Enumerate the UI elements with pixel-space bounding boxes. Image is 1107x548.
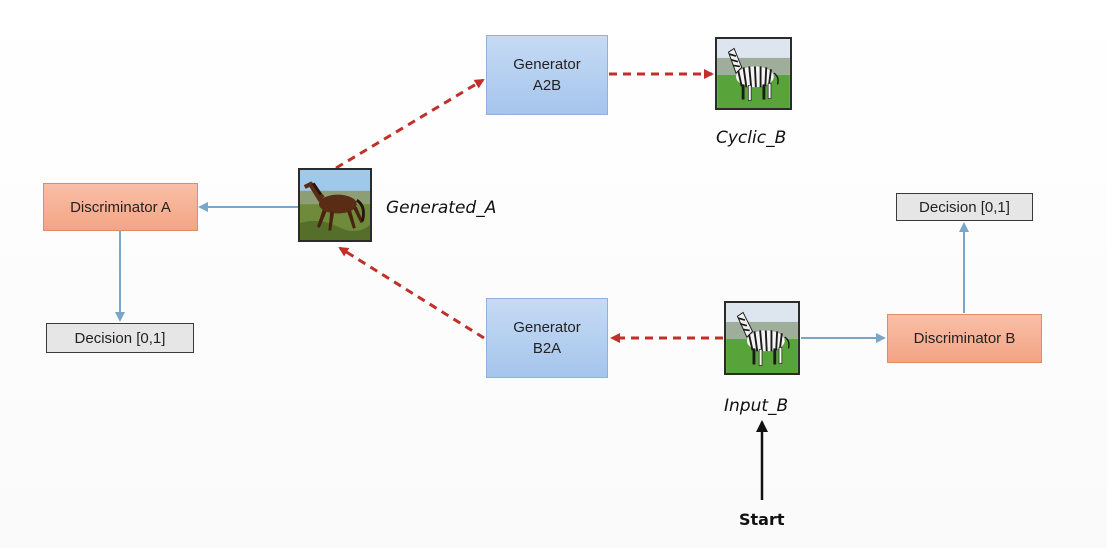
generated-a-horse-image (298, 168, 372, 242)
input-b-caption: Input_B (724, 396, 789, 416)
input-b-zebra-image (724, 301, 800, 375)
zebra-icon (717, 39, 790, 108)
generator-a2b-box: Generator A2B (486, 35, 608, 115)
horse-icon (300, 170, 370, 240)
cyclic-b-caption: Cyclic_B (716, 128, 787, 148)
discriminator-a-label: Discriminator A (70, 198, 171, 216)
generator-b2a-label: Generator B2A (513, 319, 581, 357)
cyclic-b-zebra-image (715, 37, 792, 110)
generator-a2b-label: Generator A2B (513, 56, 581, 94)
generated-a-caption: Generated_A (386, 198, 497, 218)
start-label: Start (739, 510, 785, 529)
arrow-generator-b2a-to-generated-a (338, 246, 485, 340)
discriminator-b-label: Discriminator B (913, 330, 1016, 347)
discriminator-a-box: Discriminator A (43, 183, 198, 231)
zebra-icon (726, 303, 798, 373)
decision-a-box: Decision [0,1] (46, 323, 194, 353)
generator-b2a-box: Generator B2A (486, 298, 608, 378)
arrow-generated-a-to-generator-a2b (335, 78, 485, 170)
decision-b-box: Decision [0,1] (896, 193, 1033, 221)
decision-a-label: Decision [0,1] (74, 329, 166, 347)
discriminator-b-box: Discriminator B (887, 314, 1042, 363)
decision-b-label: Decision [0,1] (919, 198, 1010, 216)
